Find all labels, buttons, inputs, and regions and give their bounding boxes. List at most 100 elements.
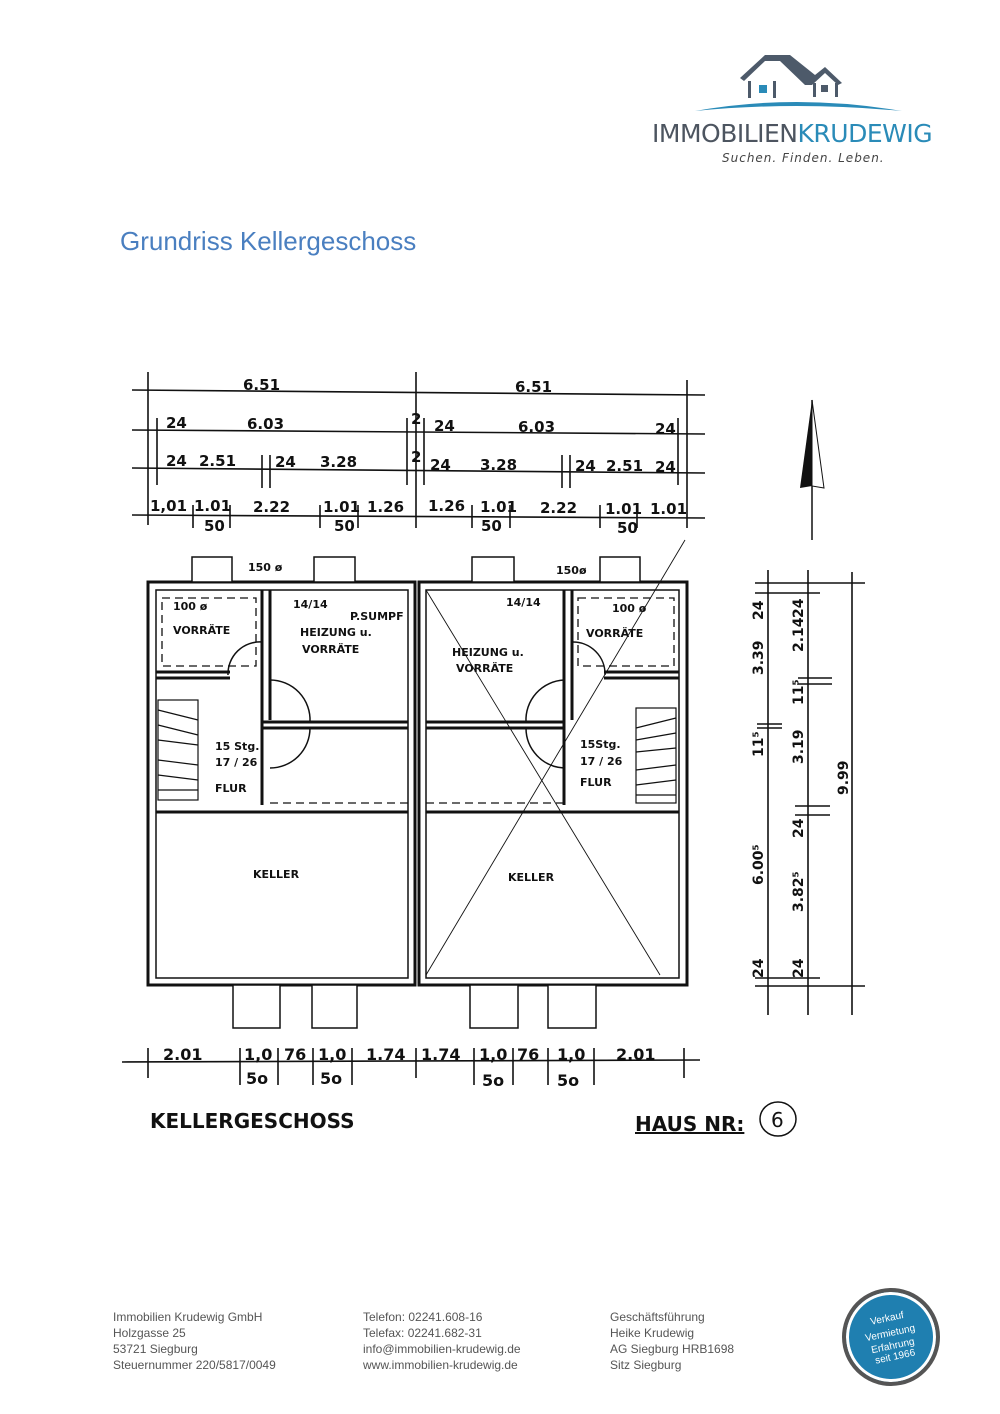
room-annotation: 17 / 26 [215,756,258,769]
dim-label: 1,0 [318,1045,346,1064]
logo-tagline: Suchen. Finden. Leben. [722,151,885,165]
room-label-heizung: HEIZUNG u. [452,646,524,659]
footer-line: Holzgasse 25 [113,1326,186,1340]
floor-plan: 6.51 6.51 24 6.03 2 24 6.03 24 24 2.51 2… [121,372,865,1137]
dimension-lines [121,372,865,1085]
dim-label: 24 [791,818,807,838]
dim-label: 11⁵ [751,731,767,757]
dim-label: 24 [751,600,767,620]
dim-label: 6.51 [243,376,280,394]
dim-label: 2.51 [199,452,236,470]
dim-label: 1,0 [244,1045,272,1064]
dim-label: 1,01 [150,497,187,515]
footer-phone: Telefon: 02241.608-16 [363,1310,483,1324]
dim-label: 3.28 [480,456,517,474]
dim-label: 24 [655,458,676,476]
dim-label: 2.22 [540,499,577,517]
room-annotation: 150ø [556,564,587,577]
dim-label: 6.03 [518,418,555,436]
crossed-out-lines [425,539,686,976]
dim-label: 24 [166,414,187,432]
room-label-heizung: VORRÄTE [302,642,359,656]
dim-label: 11⁵ [791,679,807,705]
dim-label: 2.51 [606,457,643,475]
dim-label: 3.82⁵ [791,871,807,912]
house-number-label: HAUS NR: [635,1112,744,1136]
room-label-vorraete: VORRÄTE [586,626,643,640]
room-label-vorraete: VORRÄTE [173,623,230,637]
dim-label: 6.03 [247,415,284,433]
dim-label: 1,0 [557,1045,585,1064]
dim-label: 24 [575,457,596,475]
footer-line: AG Siegburg HRB1698 [610,1342,735,1356]
dim-label: 50 [334,517,355,535]
room-annotation: 17 / 26 [580,755,623,768]
walls [146,580,689,987]
footer-line: Immobilien Krudewig GmbH [113,1310,263,1324]
dim-label: 24 [791,598,807,618]
room-annotation: 100 ø [612,602,647,615]
logo-text-krudewig: KRUDEWIG [797,119,933,148]
floor-label: KELLERGESCHOSS [150,1109,355,1133]
room-label-flur: FLUR [580,776,612,789]
north-arrow-icon [800,399,825,540]
room-annotation: 100 ø [173,600,208,613]
room-label-heizung: HEIZUNG u. [300,626,372,639]
dim-label: 50 [617,519,638,537]
dim-label: 24 [751,958,767,978]
footer-line: Steuernummer 220/5817/0049 [113,1358,276,1372]
footer-line: Sitz Siegburg [610,1358,682,1372]
dim-label: 5o [320,1069,342,1088]
experience-badge: Verkauf Vermietung Erfahrung seit 1966 [832,1278,950,1396]
company-logo: IMMOBILIENKRUDEWIG Suchen. Finden. Leben… [640,45,950,170]
dim-label: 24 [430,456,451,474]
dim-label: 2 [411,448,421,466]
dim-label: 6.00⁵ [751,844,767,885]
footer-contact: Telefon: 02241.608-16 Telefax: 02241.682… [363,1309,521,1373]
footer-website-link[interactable]: www.immobilien-krudewig.de [363,1358,518,1372]
footer-company: Immobilien Krudewig GmbH Holzgasse 25 53… [113,1309,276,1373]
dim-label: 1.74 [366,1045,405,1064]
dim-label: 2.01 [616,1045,655,1064]
logo-text-immobilien: IMMOBILIEN [652,119,798,148]
dim-label: 2 [411,410,421,428]
dim-label: 50 [204,517,225,535]
house-number: 6 [771,1108,784,1132]
room-annotation: 14/14 [506,596,541,609]
footer-line: 53721 Siegburg [113,1342,198,1356]
dim-label: 1.26 [428,497,465,515]
dim-label: 1.01 [480,498,517,516]
room-label-heizung: VORRÄTE [456,661,513,675]
dim-label: 1.01 [194,497,231,515]
house-number-circle [759,1101,797,1137]
dim-label: 6.51 [515,378,552,396]
room-annotation: 150 ø [248,561,283,574]
dim-label: 76 [284,1045,306,1064]
dim-label: 24 [791,958,807,978]
room-annotation: 14/14 [293,598,328,611]
room-label-keller: KELLER [253,868,300,881]
footer-fax: Telefax: 02241.682-31 [363,1326,482,1340]
page-title: Grundriss Kellergeschoss [120,226,417,256]
dim-label: 1.74 [421,1045,460,1064]
dim-label: 3.39 [751,640,767,675]
house-logo-icon [695,55,902,111]
dim-label: 2.22 [253,498,290,516]
doors [227,641,606,769]
room-annotation: P.SUMPF [350,610,404,623]
windows [191,556,641,1029]
room-annotation: 15Stg. [580,738,621,751]
dim-label: 5o [557,1071,579,1090]
dim-label: 24 [275,453,296,471]
dim-label: 3.28 [320,453,357,471]
dim-label: 76 [517,1045,539,1064]
dim-label: 3.19 [791,729,807,764]
dim-label: 24 [655,420,676,438]
dim-label: 2.14 [791,617,807,652]
footer-line: Geschäftsführung [610,1310,705,1324]
footer-email-link[interactable]: info@immobilien-krudewig.de [363,1342,521,1356]
room-label-keller: KELLER [508,871,555,884]
dim-label: 1.01 [650,500,687,518]
footer-management: Geschäftsführung Heike Krudewig AG Siegb… [610,1309,734,1373]
